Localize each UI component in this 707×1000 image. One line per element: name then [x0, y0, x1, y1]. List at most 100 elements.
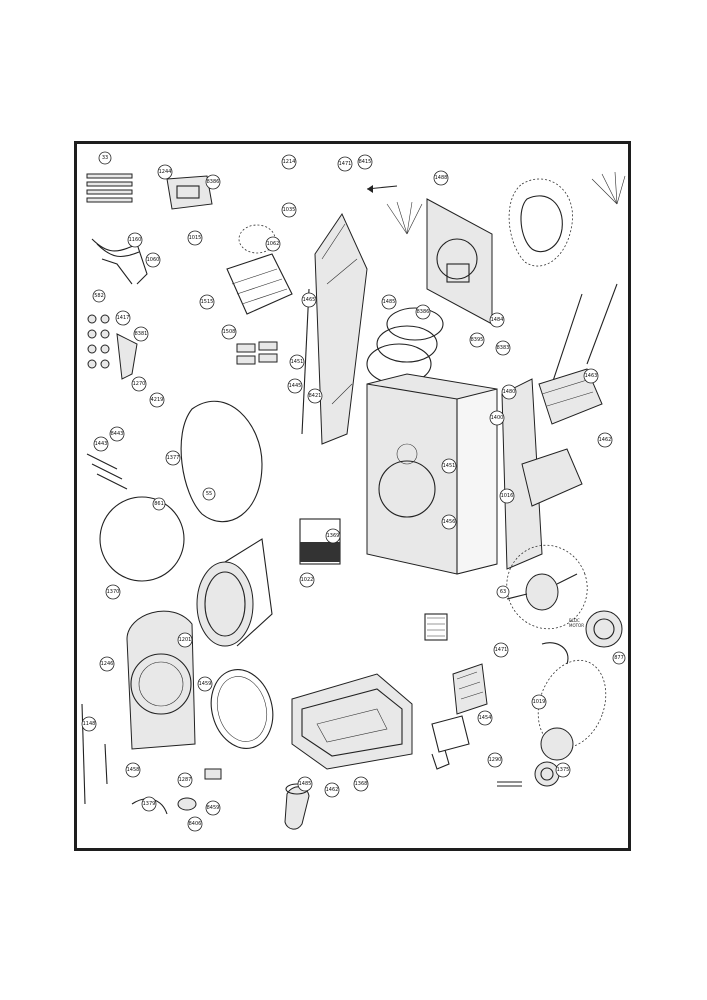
drum [196, 538, 273, 647]
svg-text:1019: 1019 [533, 699, 546, 705]
callout-1375: 1375 [555, 762, 571, 778]
callout-55: 55 [202, 487, 216, 501]
svg-text:1160: 1160 [129, 237, 142, 243]
door-frame-assembly [126, 610, 196, 750]
callout-8459: 8459 [205, 800, 221, 816]
callout-1485b: 1485 [297, 776, 313, 792]
base-frame [291, 673, 413, 770]
svg-text:1246: 1246 [101, 661, 114, 667]
callout-1246: 1246 [99, 656, 115, 672]
callout-1443: 1443 [93, 436, 109, 452]
svg-text:1463: 1463 [585, 373, 598, 379]
arrow-indicator [366, 185, 398, 193]
svg-text:1370: 1370 [107, 589, 120, 595]
callout-8386b: 8386 [415, 304, 431, 320]
callout-877: 877 [612, 651, 626, 665]
callout-1060: 1060 [145, 252, 161, 268]
motor-assembly-area [506, 544, 588, 630]
svg-text:1484: 1484 [491, 317, 504, 323]
callout-1445: 1445 [287, 378, 303, 394]
svg-text:8381: 8381 [135, 331, 148, 337]
callout-1368: 1368 [353, 776, 369, 792]
svg-text:8395: 8395 [471, 337, 484, 343]
callout-33: 33 [98, 151, 112, 165]
callout-1244: 1244 [157, 164, 173, 180]
control-board [166, 175, 213, 210]
svg-text:1379: 1379 [143, 801, 156, 807]
callout-1462b: 1462 [324, 782, 340, 798]
svg-text:1214: 1214 [283, 159, 296, 165]
callout-1456: 1456 [441, 514, 457, 530]
callout-1022: 1022 [299, 572, 315, 588]
svg-text:55: 55 [206, 491, 212, 497]
callout-1480: 1480 [501, 384, 517, 400]
callout-1458: 1458 [125, 762, 141, 778]
callout-1379: 1379 [141, 796, 157, 812]
callout-1369: 1369 [325, 528, 341, 544]
svg-text:1148: 1148 [83, 721, 96, 727]
callout-8383: 8383 [495, 340, 511, 356]
svg-text:8383: 8383 [497, 345, 510, 351]
detergent-drawer [538, 368, 603, 425]
side-panel-left [314, 212, 368, 445]
svg-text:1369: 1369 [327, 533, 340, 539]
svg-text:1417: 1417 [117, 315, 130, 321]
svg-text:1400: 1400 [491, 415, 504, 421]
callout-1201: 1201 [177, 632, 193, 648]
svg-text:1060: 1060 [147, 257, 160, 263]
wire-bars [86, 173, 133, 203]
control-panel-housing [521, 448, 583, 507]
svg-text:8386: 8386 [207, 179, 220, 185]
callout-1019: 1019 [531, 694, 547, 710]
callout-1508: 1508 [221, 324, 237, 340]
svg-text:8443: 8443 [111, 431, 124, 437]
callout-8381: 8381 [133, 326, 149, 342]
callout-1463: 1463 [583, 368, 599, 384]
drive-belt [180, 400, 263, 523]
svg-text:1485: 1485 [383, 299, 396, 305]
svg-text:1462: 1462 [326, 787, 339, 793]
fan-wheel [534, 761, 560, 787]
callout-1417: 1417 [115, 310, 131, 326]
svg-text:1443: 1443 [95, 441, 108, 447]
callout-1488: 1488 [433, 170, 449, 186]
svg-text:1471: 1471 [495, 647, 508, 653]
callout-1062: 1062 [265, 236, 281, 252]
callout-1015: 1015 [187, 230, 203, 246]
callout-1148: 1148 [81, 716, 97, 732]
svg-text:8386: 8386 [417, 309, 430, 315]
callout-1214: 1214 [281, 154, 297, 170]
stator-area [537, 642, 607, 761]
svg-text:8406: 8406 [189, 821, 202, 827]
callout-1484: 1484 [489, 312, 505, 328]
screws-left [86, 453, 128, 490]
svg-text:1244: 1244 [159, 169, 172, 175]
svg-text:8421: 8421 [309, 393, 322, 399]
rear-panel [426, 198, 493, 325]
svg-text:1035: 1035 [283, 207, 296, 213]
svg-text:1375: 1375 [557, 767, 570, 773]
callout-1459: 1459 [197, 676, 213, 692]
callout-63: 63 [496, 585, 510, 599]
svg-text:1451: 1451 [291, 359, 304, 365]
svg-text:1462: 1462 [599, 437, 612, 443]
callout-1370: 1370 [105, 584, 121, 600]
callout-4219: 4219 [149, 392, 165, 408]
svg-text:1480: 1480 [503, 389, 516, 395]
svg-text:4219: 4219 [151, 397, 164, 403]
svg-text:1287: 1287 [179, 777, 192, 783]
svg-text:1454: 1454 [479, 715, 492, 721]
svg-text:877: 877 [614, 655, 624, 661]
callout-1035: 1035 [281, 202, 297, 218]
svg-text:1377: 1377 [167, 455, 180, 461]
svg-text:63: 63 [500, 589, 506, 595]
blower-housing [431, 715, 470, 770]
callout-8395: 8395 [469, 332, 485, 348]
svg-text:1485: 1485 [299, 781, 312, 787]
rotor [585, 610, 623, 648]
side-panel-right [501, 378, 543, 570]
svg-text:1465: 1465 [303, 297, 316, 303]
drum-seal-ring [99, 496, 185, 582]
